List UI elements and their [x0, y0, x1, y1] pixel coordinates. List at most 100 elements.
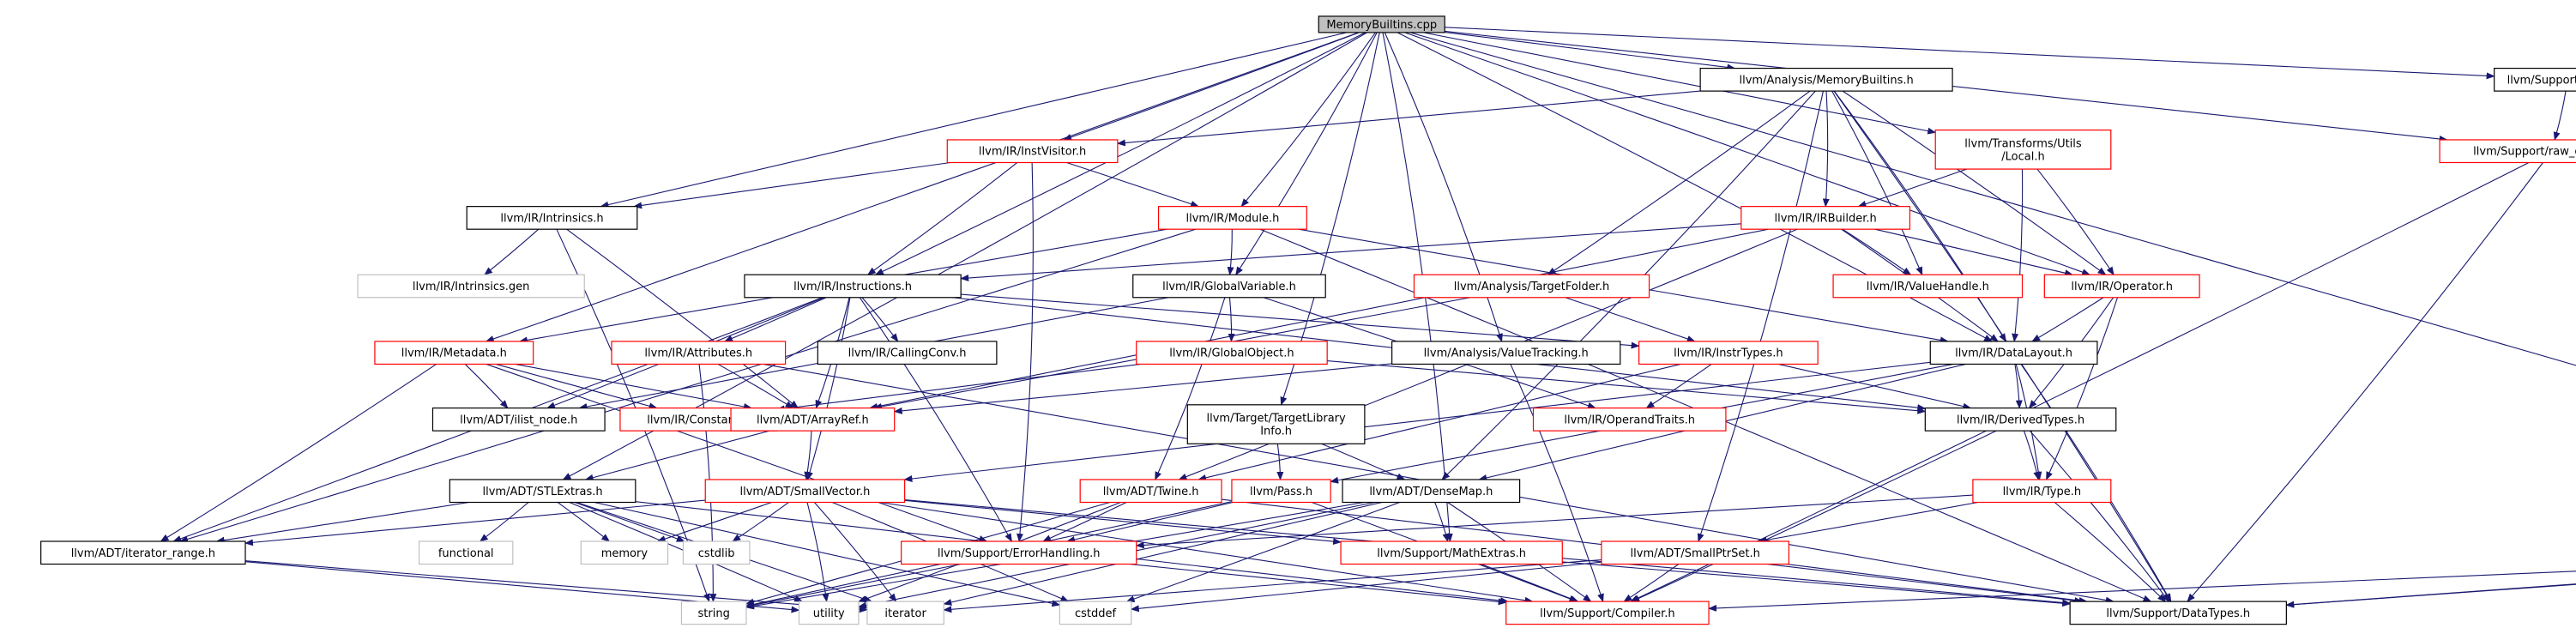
- node-label: cstddef: [1075, 607, 1117, 620]
- edge-arrow: [866, 162, 1018, 275]
- edge-type-to-smallptrset: [1758, 501, 1978, 544]
- node-smallvector[interactable]: llvm/ADT/SmallVector.h: [704, 479, 906, 504]
- node-attributes[interactable]: llvm/IR/Attributes.h: [611, 341, 787, 365]
- node-derivedtypes[interactable]: llvm/IR/DerivedTypes.h: [1924, 408, 2117, 432]
- edge-arrow: [1562, 561, 2072, 607]
- node-operandtraits[interactable]: llvm/IR/OperandTraits.h: [1532, 408, 1727, 432]
- node-label: llvm/Target/TargetLibrary: [1206, 413, 1346, 426]
- node-box: [1231, 479, 1331, 504]
- node-targetfolder[interactable]: llvm/Analysis/TargetFolder.h: [1413, 274, 1650, 299]
- node-module[interactable]: llvm/IR/Module.h: [1157, 206, 1307, 230]
- edge-arrow: [2046, 297, 2119, 480]
- node-twine[interactable]: llvm/ADT/Twine.h: [1079, 479, 1222, 504]
- node-label: llvm/Transforms/Utils: [1964, 137, 2082, 150]
- edge-smallvector-to-compiler: [879, 501, 1534, 604]
- edge-arrow: [1228, 297, 1235, 342]
- node-box: [1132, 274, 1326, 299]
- edge-root-to-metadata: [485, 32, 1360, 342]
- node-tlocal[interactable]: llvm/Transforms/Utils/Local.h: [1934, 129, 2112, 170]
- edge-arrow: [1445, 32, 1736, 71]
- node-type[interactable]: llvm/IR/Type.h: [1972, 479, 2112, 504]
- node-errhandling[interactable]: llvm/Support/ErrorHandling.h: [901, 540, 1137, 565]
- edge-datalayout-to-derivedtypes: [2014, 364, 2023, 409]
- node-label: llvm/Support/ErrorHandling.h: [938, 547, 1101, 560]
- node-operator[interactable]: llvm/IR/Operator.h: [2043, 274, 2200, 299]
- edge-arrow: [633, 161, 951, 209]
- edge-arrow: [600, 32, 1348, 208]
- edge-module-to-iterrange: [179, 228, 1196, 543]
- node-metadata[interactable]: llvm/IR/Metadata.h: [374, 341, 534, 365]
- edge-arrow: [1327, 360, 1927, 414]
- node-irbuilder[interactable]: llvm/IR/IRBuilder.h: [1740, 206, 1911, 230]
- node-cstddef: cstddef: [1059, 601, 1132, 625]
- edge-instructions-to-instrtypes: [961, 293, 1640, 349]
- node-densemap[interactable]: llvm/ADT/DenseMap.h: [1342, 479, 1521, 504]
- edge-arrow: [2285, 583, 2576, 608]
- node-box: [1413, 274, 1650, 299]
- edge-instvisitor-to-instructions: [866, 162, 1018, 275]
- edge-arrow: [215, 501, 469, 544]
- edge-mathextras-to-datatypes: [1562, 561, 2072, 607]
- edge-type-to-datatypes: [2054, 502, 2167, 602]
- node-globalvar[interactable]: llvm/IR/GlobalVariable.h: [1132, 274, 1326, 299]
- edge-instvisitor-to-errhandling: [1016, 162, 1034, 542]
- node-debug[interactable]: llvm/Support/Debug.h: [2494, 67, 2576, 92]
- node-label: llvm/IR/Intrinsics.gen: [413, 281, 530, 293]
- edge-arrow: [479, 502, 529, 542]
- edge-root-to-instructions: [874, 32, 1366, 275]
- node-label: llvm/Pass.h: [1250, 486, 1312, 498]
- node-rawostream[interactable]: llvm/Support/raw_ostream.h: [2439, 139, 2576, 164]
- node-compiler[interactable]: llvm/Support/Compiler.h: [1505, 601, 1710, 625]
- edge-arrow: [960, 223, 1741, 282]
- node-callingconv[interactable]: llvm/IR/CallingConv.h: [817, 341, 998, 365]
- edge-root-to-statistic: [1409, 32, 2576, 366]
- node-box: [1972, 479, 2112, 504]
- node-arrayref[interactable]: llvm/ADT/ArrayRef.h: [730, 408, 896, 432]
- node-datalayout[interactable]: llvm/IR/DataLayout.h: [1929, 341, 2098, 365]
- node-instrtypes[interactable]: llvm/IR/InstrTypes.h: [1638, 341, 1819, 365]
- node-smallptrset[interactable]: llvm/ADT/SmallPtrSet.h: [1601, 540, 1790, 565]
- edge-root-to-mb: [1445, 32, 1736, 71]
- node-stlextras[interactable]: llvm/ADT/STLExtras.h: [449, 479, 636, 504]
- edge-arrow: [1404, 32, 2091, 275]
- edge-densemap-to-mathextras: [1434, 502, 1450, 542]
- node-ilistnode[interactable]: llvm/ADT/ilist_node.h: [431, 408, 606, 432]
- edge-arrow: [656, 501, 772, 542]
- node-iterrange[interactable]: llvm/ADT/iterator_range.h: [40, 540, 246, 565]
- edge-arrow: [2014, 364, 2023, 409]
- edge-twine-to-errhandling: [1042, 502, 1127, 542]
- node-instvisitor[interactable]: llvm/IR/InstVisitor.h: [946, 139, 1119, 164]
- node-pass[interactable]: llvm/Pass.h: [1231, 479, 1331, 504]
- edge-smallvector-to-memory: [656, 501, 772, 542]
- node-intrinsics[interactable]: llvm/IR/Intrinsics.h: [466, 206, 638, 230]
- edge-arrow: [160, 363, 437, 542]
- node-valuehandle[interactable]: llvm/IR/ValueHandle.h: [1832, 274, 2024, 299]
- node-mathextras[interactable]: llvm/Support/MathExtras.h: [1340, 540, 1563, 565]
- edge-root-to-intrinsics: [600, 32, 1348, 208]
- node-mb[interactable]: llvm/Analysis/MemoryBuiltins.h: [1699, 67, 1953, 92]
- node-box: [946, 139, 1119, 164]
- edge-arrow: [1758, 501, 1978, 544]
- edge-iterrange-to-iterator: [244, 560, 868, 613]
- node-box: [580, 540, 669, 565]
- edge-arrow: [1227, 229, 1234, 276]
- edge-rawostream-to-datatypes: [2187, 162, 2543, 602]
- edge-root-to-tlocal: [1423, 32, 1937, 135]
- edge-tlocal-to-operator: [2036, 168, 2114, 276]
- node-memory: memory: [580, 540, 669, 565]
- edge-arrow: [904, 499, 1342, 546]
- node-label: utility: [813, 607, 845, 620]
- edge-arrow: [2023, 430, 2041, 480]
- node-instructions[interactable]: llvm/IR/Instructions.h: [744, 274, 962, 299]
- node-globalobject[interactable]: llvm/IR/GlobalObject.h: [1136, 341, 1328, 365]
- node-label: llvm/Support/Debug.h: [2507, 74, 2576, 87]
- node-valuetracking[interactable]: llvm/Analysis/ValueTracking.h: [1391, 341, 1621, 365]
- edge-mb-to-irbuilder: [1822, 91, 1830, 208]
- node-utility: utility: [798, 601, 860, 625]
- node-label: llvm/IR/GlobalObject.h: [1169, 347, 1294, 360]
- edge-arrow: [244, 560, 868, 613]
- node-datatypes[interactable]: llvm/Support/DataTypes.h: [2069, 601, 2287, 625]
- edge-debug-to-rawostream: [2553, 91, 2567, 141]
- node-root[interactable]: MemoryBuiltins.cpp: [1318, 15, 1445, 33]
